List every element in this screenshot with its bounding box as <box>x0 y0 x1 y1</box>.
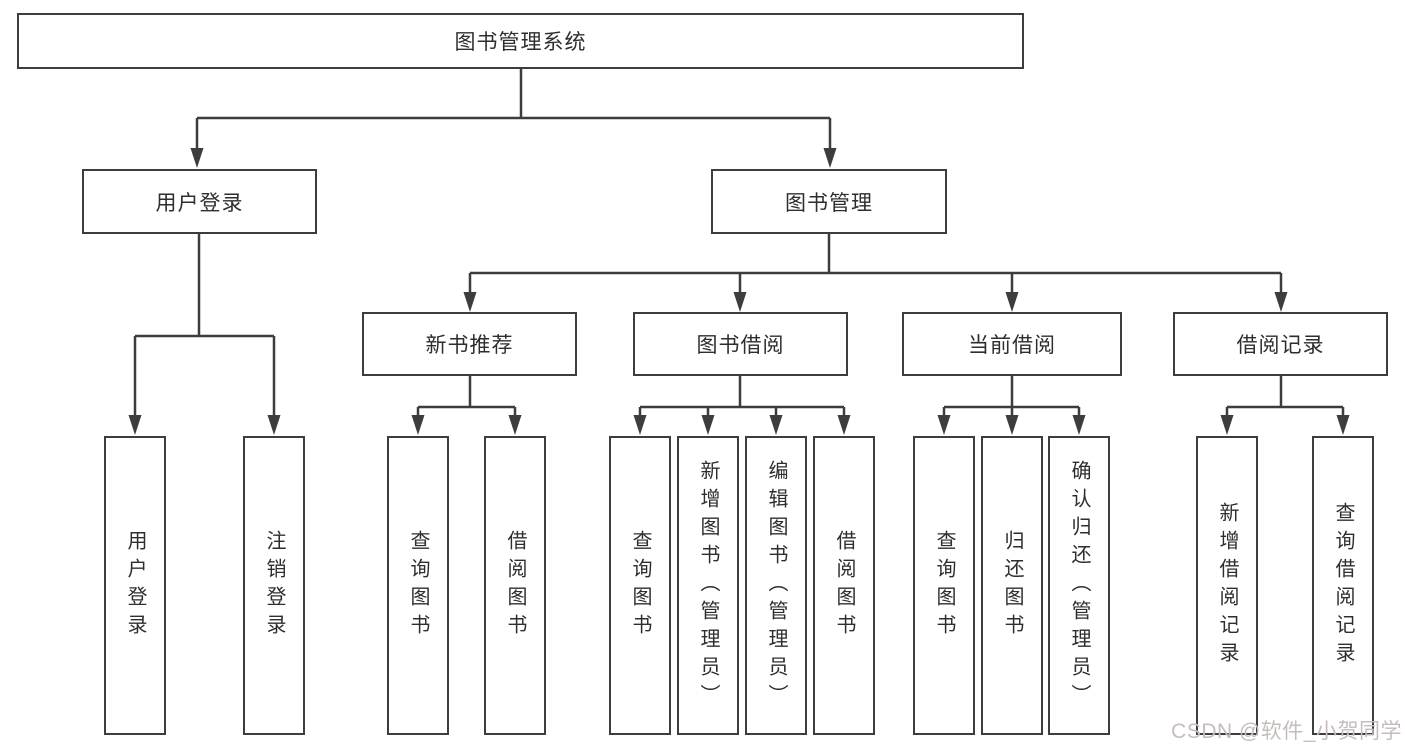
node-label: 新书推荐 <box>425 334 514 357</box>
leaf-add-borrow-record: 新增借阅记录 <box>1196 436 1258 735</box>
node-label: 借阅记录 <box>1236 334 1325 357</box>
node-book-management: 图书管理 <box>711 169 947 234</box>
node-label: 查询借阅记录 <box>1332 501 1354 670</box>
node-label: 借阅图书 <box>504 529 526 642</box>
node-current-borrow: 当前借阅 <box>902 312 1122 376</box>
node-label: 查询图书 <box>407 529 429 642</box>
node-label: 查询图书 <box>629 529 651 642</box>
arrow-icon <box>823 148 837 168</box>
arrow-icon <box>633 415 647 435</box>
node-label: 新增借阅记录 <box>1216 501 1238 670</box>
csdn-watermark: CSDN @软件_小贺同学 <box>1171 720 1402 743</box>
node-label: 当前借阅 <box>968 334 1056 357</box>
leaf-borrow-books: 借阅图书 <box>813 436 875 735</box>
arrow-icon <box>1336 415 1350 435</box>
arrow-icon <box>411 415 425 435</box>
node-label: 图书管理 <box>785 191 873 215</box>
connector-borrow-to-leaves <box>638 376 846 418</box>
leaf-edit-books-admin: 编辑图书（管理员） <box>745 436 807 735</box>
connector-newbook-to-leaves <box>416 376 517 418</box>
leaf-query-borrow-record: 查询借阅记录 <box>1312 436 1374 735</box>
node-label: 用户登录 <box>124 529 146 642</box>
connector-records-to-leaves <box>1225 376 1345 418</box>
arrow-icon <box>769 415 783 435</box>
arrow-icon <box>733 292 747 312</box>
leaf-query-books-current: 查询图书 <box>913 436 975 735</box>
connector-current-to-leaves <box>942 376 1081 418</box>
node-label: 借阅图书 <box>833 529 855 642</box>
leaf-query-books-borrow: 查询图书 <box>609 436 671 735</box>
arrow-icon <box>837 415 851 435</box>
leaf-add-books-admin: 新增图书（管理员） <box>677 436 739 735</box>
node-label: 图书管理系统 <box>454 31 587 54</box>
leaf-query-books-recommend: 查询图书 <box>387 436 449 735</box>
leaf-return-books: 归还图书 <box>981 436 1043 735</box>
arrow-icon <box>128 415 142 435</box>
arrow-icon <box>1220 415 1234 435</box>
leaf-logout: 注销登录 <box>243 436 305 735</box>
node-label: 注销登录 <box>263 529 285 642</box>
node-label: 用户登录 <box>155 191 244 215</box>
arrow-icon <box>190 148 204 168</box>
arrow-icon <box>1005 415 1019 435</box>
arrow-icon <box>1274 292 1288 312</box>
node-label: 编辑图书（管理员） <box>765 459 787 712</box>
node-label: 确认归还（管理员） <box>1068 459 1090 712</box>
node-label: 图书借阅 <box>696 334 785 357</box>
arrow-icon <box>1005 292 1019 312</box>
arrow-icon <box>937 415 951 435</box>
node-book-borrow: 图书借阅 <box>633 312 848 376</box>
connector-mgmt-to-level3 <box>468 234 1283 294</box>
leaf-borrow-books-recommend: 借阅图书 <box>484 436 546 735</box>
arrow-icon <box>267 415 281 435</box>
connector-root-to-level2 <box>195 69 832 150</box>
arrow-icon <box>701 415 715 435</box>
node-label: 归还图书 <box>1001 529 1023 642</box>
node-new-book-recommend: 新书推荐 <box>362 312 577 376</box>
node-label: 查询图书 <box>933 529 955 642</box>
arrow-icon <box>463 292 477 312</box>
arrow-icon <box>508 415 522 435</box>
node-borrow-records: 借阅记录 <box>1173 312 1388 376</box>
leaf-user-login: 用户登录 <box>104 436 166 735</box>
node-user-login: 用户登录 <box>82 169 317 234</box>
arrow-icon <box>1072 415 1086 435</box>
node-library-system: 图书管理系统 <box>17 13 1024 69</box>
leaf-confirm-return-admin: 确认归还（管理员） <box>1048 436 1110 735</box>
connector-login-to-leaves <box>133 234 276 418</box>
node-label: 新增图书（管理员） <box>697 459 719 712</box>
